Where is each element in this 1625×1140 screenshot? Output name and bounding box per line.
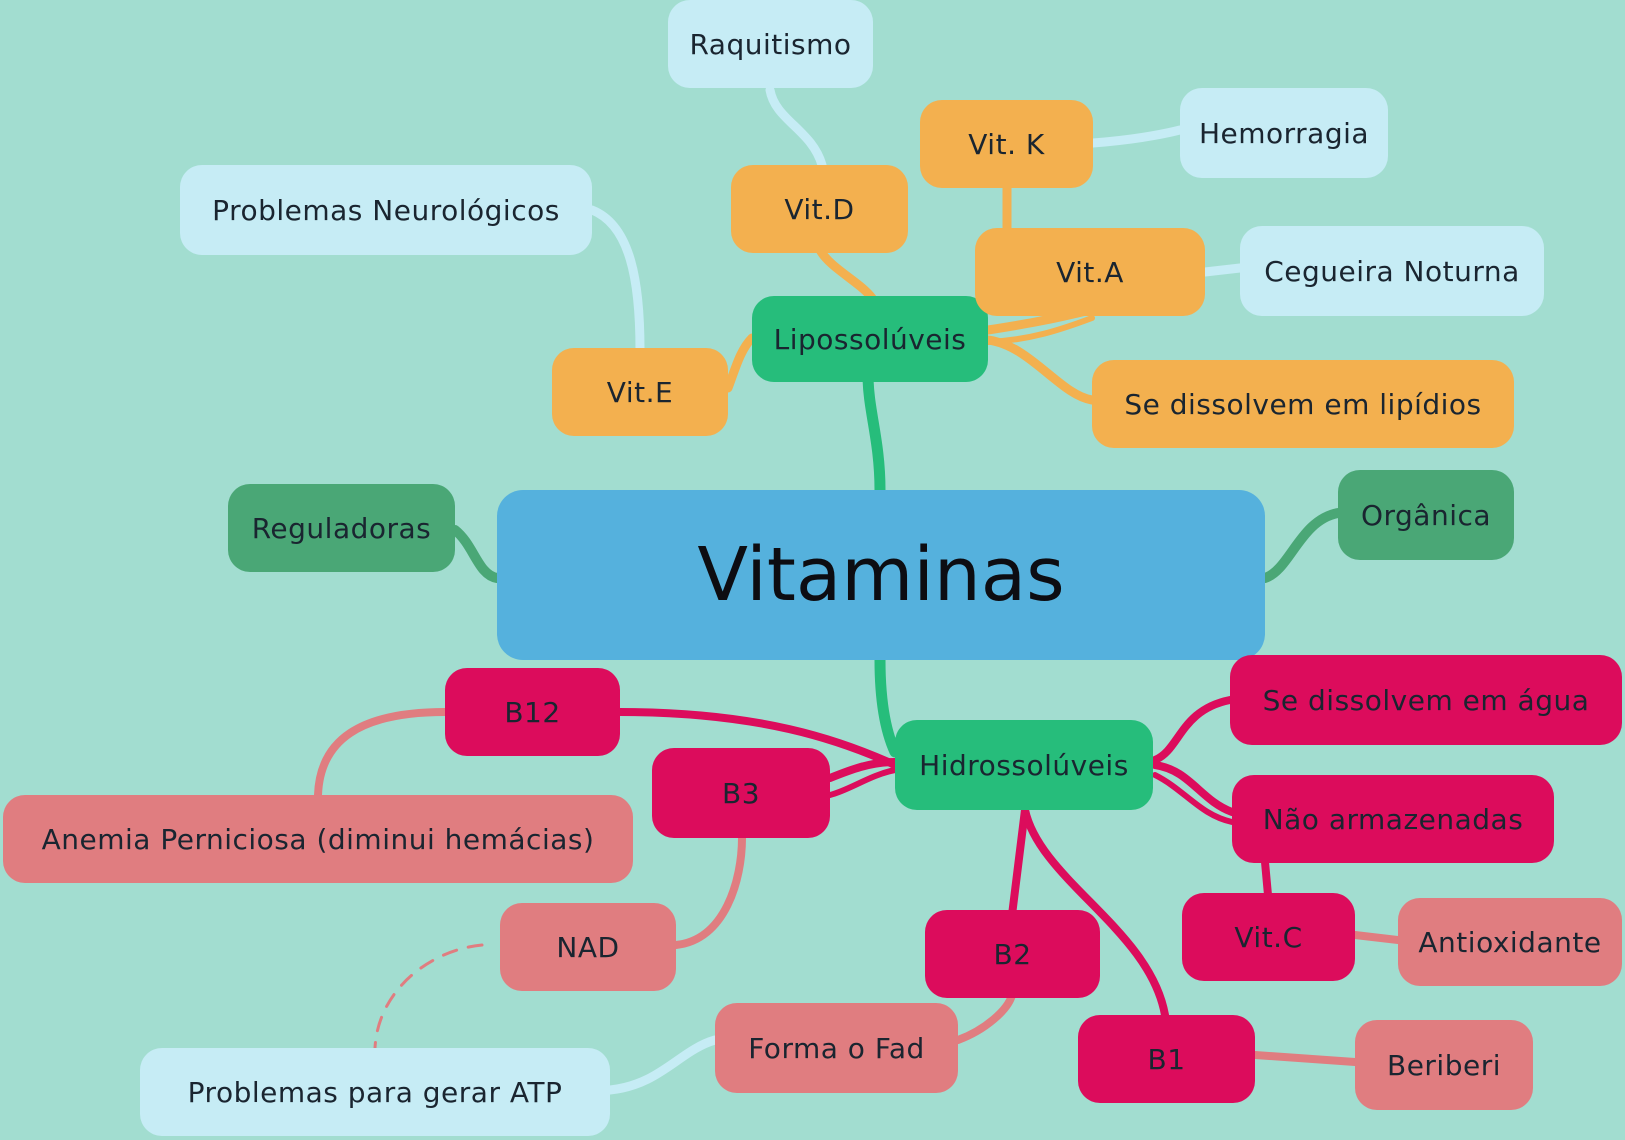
link-vita-cegueira	[1200, 263, 1245, 277]
node-dissolvem-agua[interactable]: Se dissolvem em água	[1230, 655, 1622, 745]
link-vitd-raquitismo	[765, 85, 827, 170]
link-vite-neuro	[587, 205, 645, 355]
link-hidro-naoarm	[1151, 761, 1236, 816]
node-organica[interactable]: Orgânica	[1338, 470, 1514, 560]
node-b1[interactable]: B1	[1078, 1015, 1255, 1103]
link-central-organica	[1260, 508, 1343, 583]
node-problemas-atp[interactable]: Problemas para gerar ATP	[140, 1048, 610, 1136]
node-problemas-neurologicos[interactable]: Problemas Neurológicos	[180, 165, 592, 255]
link-vitc-antiox	[1351, 931, 1402, 944]
link-hidro-b3-2	[827, 767, 898, 798]
node-forma-fad[interactable]: Forma o Fad	[715, 1003, 958, 1093]
link-b3-nad	[672, 834, 746, 949]
link-b1-beriberi	[1251, 1051, 1359, 1066]
link-hidro-naoarm-2	[1152, 772, 1235, 825]
node-hemorragia[interactable]: Hemorragia	[1180, 88, 1388, 178]
link-vitk-hemorragia	[1088, 125, 1185, 148]
link-b2-fad	[954, 991, 1016, 1044]
node-vit-a[interactable]: Vit.A	[975, 228, 1205, 316]
node-nad[interactable]: NAD	[500, 903, 676, 991]
link-hidro-b12	[616, 708, 899, 769]
node-beriberi[interactable]: Beriberi	[1355, 1020, 1533, 1110]
node-nao-armazenadas[interactable]: Não armazenadas	[1232, 775, 1554, 863]
node-vit-d[interactable]: Vit.D	[731, 165, 908, 253]
node-b12[interactable]: B12	[445, 668, 620, 756]
node-antioxidante[interactable]: Antioxidante	[1398, 898, 1622, 986]
node-anemia-perniciosa[interactable]: Anemia Perniciosa (diminui hemácias)	[3, 795, 633, 883]
link-hidro-b1	[1021, 806, 1169, 1019]
node-dissolvem-lipidios[interactable]: Se dissolvem em lipídios	[1092, 360, 1514, 448]
link-lipo-vite	[723, 333, 757, 393]
node-raquitismo[interactable]: Raquitismo	[668, 0, 873, 88]
link-lipo-vitd	[815, 245, 877, 303]
link-fad-atp	[605, 1035, 720, 1095]
link-central-reguladoras	[450, 525, 502, 583]
central-topic[interactable]: Vitaminas	[497, 490, 1265, 660]
link-hidro-agua	[1151, 696, 1234, 764]
link-nad-atp-dashed	[373, 943, 484, 1050]
link-b12-anemia	[314, 708, 449, 799]
link-hidro-b3	[826, 758, 899, 782]
node-b3[interactable]: B3	[652, 748, 830, 838]
node-cegueira-noturna[interactable]: Cegueira Noturna	[1240, 226, 1544, 316]
link-hidro-b2	[1008, 806, 1029, 919]
node-reguladoras[interactable]: Reguladoras	[228, 484, 455, 572]
link-lipo-lipidios	[983, 335, 1097, 405]
node-vit-c[interactable]: Vit.C	[1182, 893, 1355, 981]
node-vit-e[interactable]: Vit.E	[552, 348, 728, 436]
node-hidrossoluveis[interactable]: Hidrossolúveis	[895, 720, 1153, 810]
link-central-hidro	[874, 654, 901, 758]
link-naoarm-vitc	[1261, 858, 1272, 899]
node-lipossoluveis[interactable]: Lipossolúveis	[752, 296, 988, 382]
node-vit-k[interactable]: Vit. K	[920, 100, 1093, 188]
link-central-lipo	[862, 369, 886, 496]
node-b2[interactable]: B2	[925, 910, 1100, 998]
